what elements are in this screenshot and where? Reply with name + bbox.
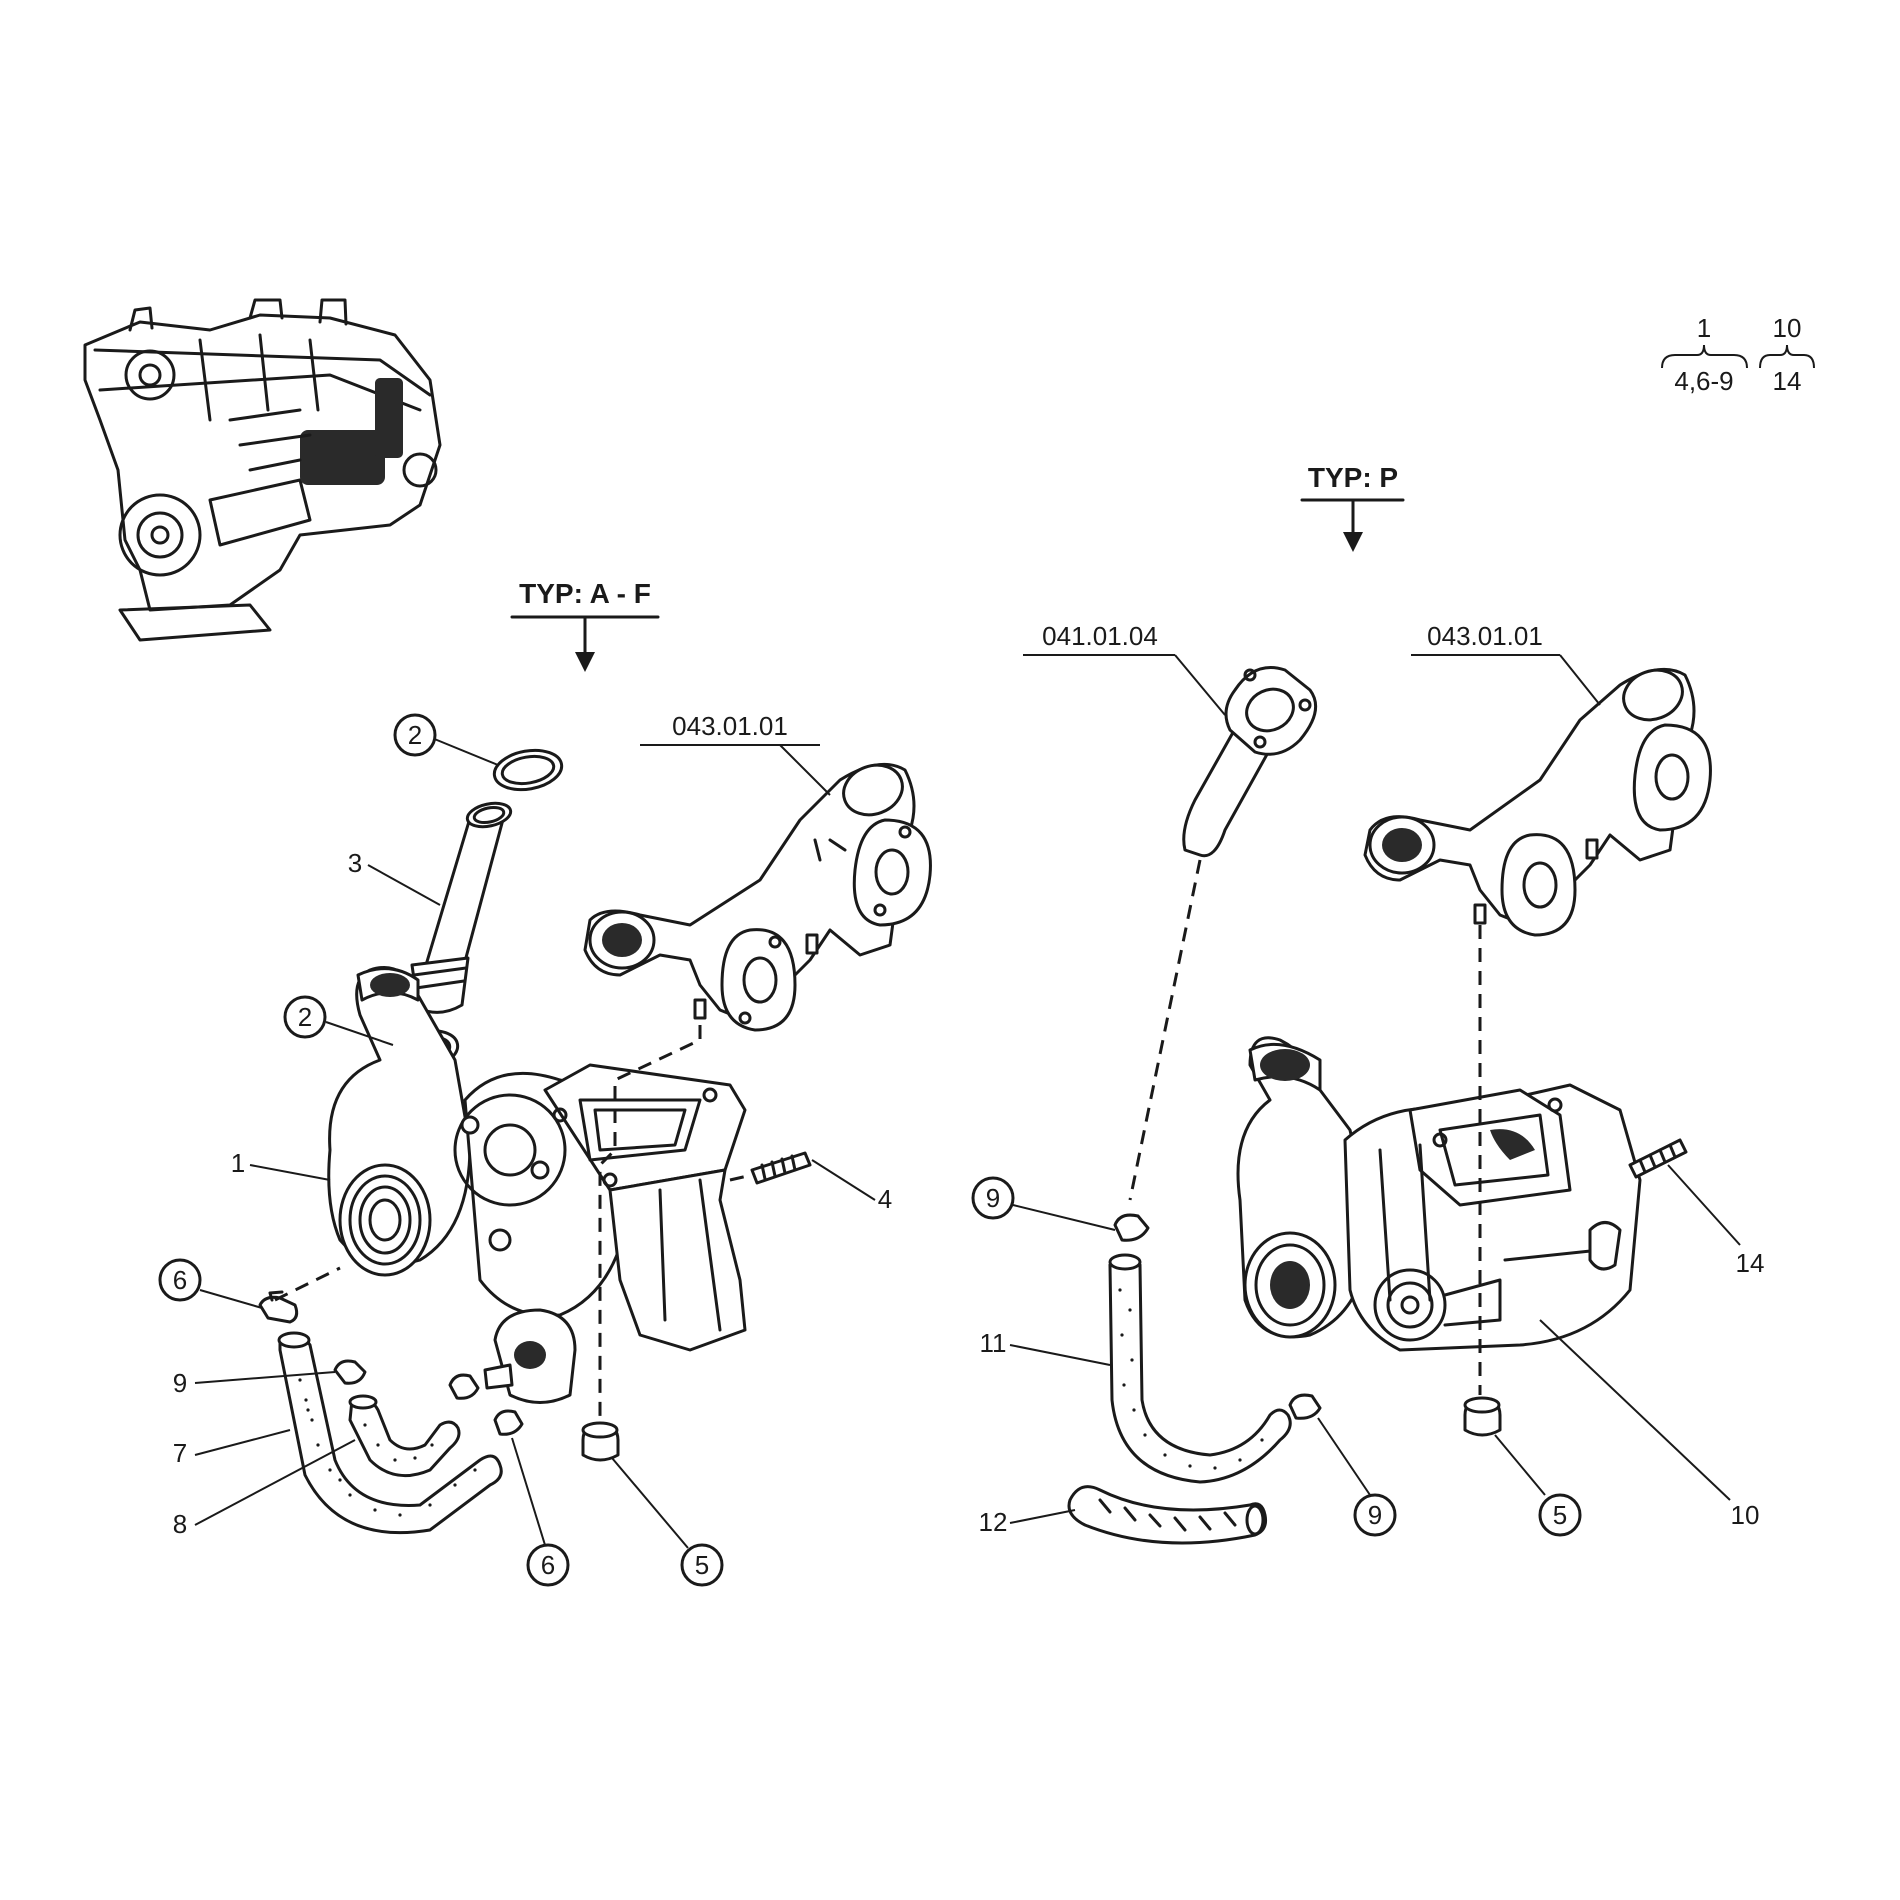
callout-12: 12: [979, 1507, 1008, 1537]
callout-circle-9-lower-right: [1353, 1493, 1397, 1537]
hose-7: [277, 1331, 503, 1535]
clamp-9-lower-right: [1288, 1393, 1322, 1420]
right-group: TYP: P: [971, 462, 1765, 1545]
hose-8: [348, 1394, 461, 1478]
callout-8: 8: [173, 1509, 187, 1539]
callout-3: 3: [348, 848, 362, 878]
legend-group1-top: 1: [1697, 313, 1711, 343]
left-group: TYP: A - F: [158, 578, 932, 1587]
exhaust-manifold-left: [583, 762, 932, 1032]
callout-2-top: 2: [408, 720, 422, 750]
left-dashed-clamp: [274, 1266, 341, 1302]
callout-circle-2-top: [393, 713, 437, 757]
exhaust-manifold-right: [1363, 667, 1712, 937]
callout-14: 14: [1736, 1248, 1765, 1278]
right-dashed-pipe-to-clamp: [1128, 859, 1202, 1201]
callout-9-lower-right: 9: [1368, 1500, 1382, 1530]
callout-circle-5-right: [1538, 1493, 1582, 1537]
left-callouts: 043.01.01 2 3 2 1 4 6 9 7 8 6: [158, 711, 892, 1587]
stud-bolt-14: [1628, 1138, 1688, 1179]
callout-circle-2-bottom: [283, 995, 327, 1039]
left-manifold-ref: 043.01.01: [672, 711, 788, 741]
left-dashed-stud: [729, 1173, 753, 1182]
callout-11: 11: [980, 1328, 1007, 1358]
callout-circle-6-lower: [526, 1543, 570, 1587]
clamp-9-right: [448, 1373, 480, 1400]
callout-6-upper: 6: [173, 1265, 187, 1295]
clamp-6-upper: [258, 1295, 299, 1324]
clamp-9-left: [333, 1359, 367, 1385]
right-pipe-ref: 041.01.04: [1042, 621, 1158, 651]
callout-1: 1: [231, 1148, 245, 1178]
legend-group1-brace: [1661, 344, 1748, 369]
legend-group2-brace: [1759, 344, 1815, 369]
hose-11: [1108, 1253, 1292, 1484]
hose-12: [1067, 1485, 1267, 1545]
callout-2-bottom: 2: [298, 1002, 312, 1032]
callout-9-upper-right: 9: [986, 1183, 1000, 1213]
hose-clamps-left: [258, 1290, 524, 1436]
callout-5-left: 5: [695, 1550, 709, 1580]
callout-circle-9-upper-right: [971, 1176, 1015, 1220]
turbocharger-left: [327, 966, 747, 1404]
hose-speckle-left: [298, 1378, 477, 1517]
right-callouts: 041.01.04 043.01.01 9 11 12 9 5 14 10: [971, 621, 1765, 1537]
group-legend: 1 4,6-9 10 14: [1661, 313, 1815, 396]
engine-thumbnail-image: [83, 298, 442, 642]
callout-10: 10: [1731, 1500, 1760, 1530]
callout-6-lower: 6: [541, 1550, 555, 1580]
left-header-arrow-head: [575, 652, 595, 672]
legend-group2-bottom: 14: [1773, 366, 1802, 396]
stud-bolt-4: [750, 1151, 812, 1185]
left-dashed-manifold-to-nut: [598, 1025, 702, 1420]
callout-7: 7: [173, 1438, 187, 1468]
callout-5-right: 5: [1553, 1500, 1567, 1530]
clamp-9-upper-right: [1113, 1213, 1150, 1242]
gasket-ring-top: [492, 748, 564, 792]
connecting-pipe-right: [1182, 666, 1318, 858]
nut-5: [581, 1421, 620, 1462]
legend-group2-top: 10: [1773, 313, 1802, 343]
clamp-6-lower: [493, 1409, 524, 1436]
connecting-tube: [410, 801, 513, 1014]
callout-circle-6-upper: [158, 1258, 202, 1302]
callout-4: 4: [878, 1184, 892, 1214]
turbocharger-right: [1236, 1036, 1642, 1352]
nut-5-right: [1463, 1396, 1502, 1437]
left-group-header: TYP: A - F: [519, 578, 651, 609]
legend-group1-bottom: 4,6-9: [1674, 366, 1733, 396]
right-group-header: TYP: P: [1308, 462, 1398, 493]
callout-9: 9: [173, 1368, 187, 1398]
right-header-arrow-head: [1343, 532, 1363, 552]
right-manifold-ref: 043.01.01: [1427, 621, 1543, 651]
callout-circle-5-left: [680, 1543, 724, 1587]
